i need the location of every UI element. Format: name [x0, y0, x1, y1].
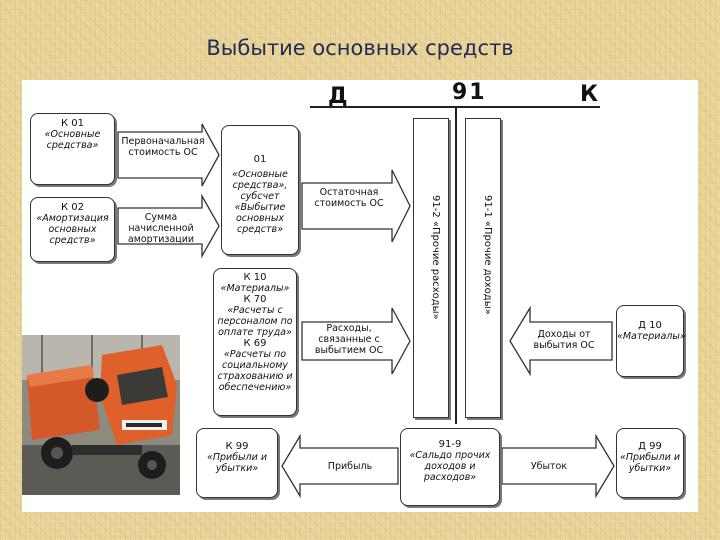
- box-k01: К 01 «Основные средства»: [30, 113, 115, 185]
- arrow-depreciation-label: Сумма начисленной амортизации: [118, 212, 204, 245]
- box-91-9: 91-9 «Сальдо прочих доходов и расходов»: [400, 428, 500, 506]
- box-d10: Д 10 «Материалы»: [616, 305, 684, 377]
- truck-illustration: [22, 335, 180, 495]
- box-91-9-head: 91-9: [401, 439, 499, 450]
- box-k01-body: «Основные средства»: [31, 129, 114, 151]
- arrow-loss-label: Убыток: [505, 461, 593, 472]
- box-k10-body: «Материалы»: [214, 283, 296, 294]
- arrow-income-label: Доходы от выбытия ОС: [520, 329, 608, 351]
- box-k70-body: «Расчеты с персоналом по оплате труда»: [214, 305, 296, 338]
- arrow-expenses-label: Расходы, связанные с выбытием ОС: [304, 323, 394, 356]
- box-01-head: 01: [222, 154, 298, 165]
- box-k99-head: К 99: [197, 441, 277, 452]
- box-k69-body: «Расчеты по социальному страхованию и об…: [214, 349, 296, 393]
- box-01-body: «Основные средства», субсчет «Выбытие ос…: [222, 169, 298, 235]
- box-k02: К 02 «Амортизация основных средств»: [30, 197, 115, 262]
- subaccount-91-1-label: 91-1 «Прочие доходы»: [482, 195, 493, 315]
- box-91-9-body: «Сальдо прочих доходов и расходов»: [401, 450, 499, 483]
- arrow-profit-label: Прибыль: [305, 461, 395, 472]
- subaccount-91-2-label: 91-2 «Прочие расходы»: [430, 195, 441, 320]
- box-k69-head: К 69: [214, 338, 296, 349]
- box-k10-head: К 10: [214, 272, 296, 283]
- truck-photo: [22, 335, 180, 495]
- box-k99-body: «Прибыли и убытки»: [197, 452, 277, 474]
- box-k02-head: К 02: [31, 202, 114, 213]
- box-d10-head: Д 10: [617, 320, 683, 331]
- box-d10-body: «Материалы»: [617, 331, 683, 342]
- box-k01-head: К 01: [31, 118, 114, 129]
- arrow-initial-cost-label: Первоначальная стоимость ОС: [118, 136, 208, 158]
- box-01: 01 «Основные средства», субсчет «Выбытие…: [221, 125, 299, 255]
- box-k02-body: «Амортизация основных средств»: [31, 213, 114, 246]
- box-k10-k70-k69: К 10 «Материалы» К 70 «Расчеты с персона…: [213, 268, 297, 416]
- box-d99: Д 99 «Прибыли и убытки»: [616, 428, 684, 498]
- arrow-residual-label: Остаточная стоимость ОС: [304, 187, 394, 209]
- box-k99: К 99 «Прибыли и убытки»: [196, 428, 278, 498]
- box-d99-head: Д 99: [617, 441, 683, 452]
- box-d99-body: «Прибыли и убытки»: [617, 452, 683, 474]
- box-k70-head: К 70: [214, 294, 296, 305]
